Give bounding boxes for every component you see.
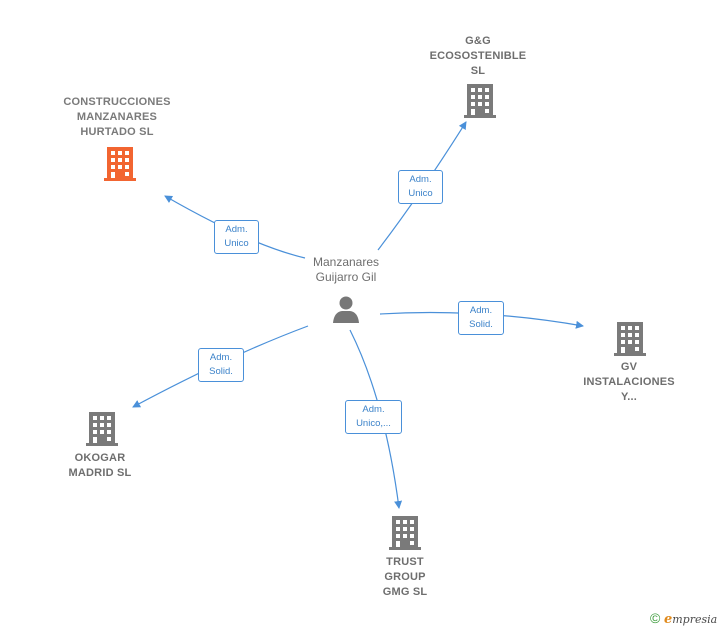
building-icon-gv[interactable] [614, 322, 646, 356]
edge-label-construcciones[interactable]: Adm. Unico [214, 220, 259, 254]
building-icon-okogar[interactable] [86, 412, 118, 446]
company-label-gg[interactable]: G&G ECOSOSTENIBLE SL [429, 35, 527, 77]
copyright-symbol: © [650, 610, 661, 626]
company-label-gv[interactable]: GV INSTALACIONES Y... [583, 361, 675, 403]
footer-brand: © empresia [650, 610, 717, 627]
brand-logo-text: mpresia [672, 613, 718, 626]
edge-label-trust[interactable]: Adm. Unico,... [345, 400, 402, 434]
edge-label-okogar[interactable]: Adm. Solid. [198, 348, 244, 382]
person-icon[interactable] [331, 294, 361, 324]
person-name: Manzanares Guijarro Gil [312, 255, 380, 284]
edge-label-gv[interactable]: Adm. Solid. [458, 301, 504, 335]
company-label-construcciones[interactable]: CONSTRUCCIONES MANZANARES HURTADO SL [63, 96, 171, 138]
edge-label-gg[interactable]: Adm. Unico [398, 170, 443, 204]
company-label-trust[interactable]: TRUST GROUP GMG SL [382, 556, 428, 598]
brand-logo-initial: e [663, 612, 673, 627]
building-icon-construcciones[interactable] [104, 147, 136, 181]
company-label-okogar[interactable]: OKOGAR MADRID SL [68, 452, 132, 479]
building-icon-trust[interactable] [389, 516, 421, 550]
building-icon-gg[interactable] [464, 84, 496, 118]
